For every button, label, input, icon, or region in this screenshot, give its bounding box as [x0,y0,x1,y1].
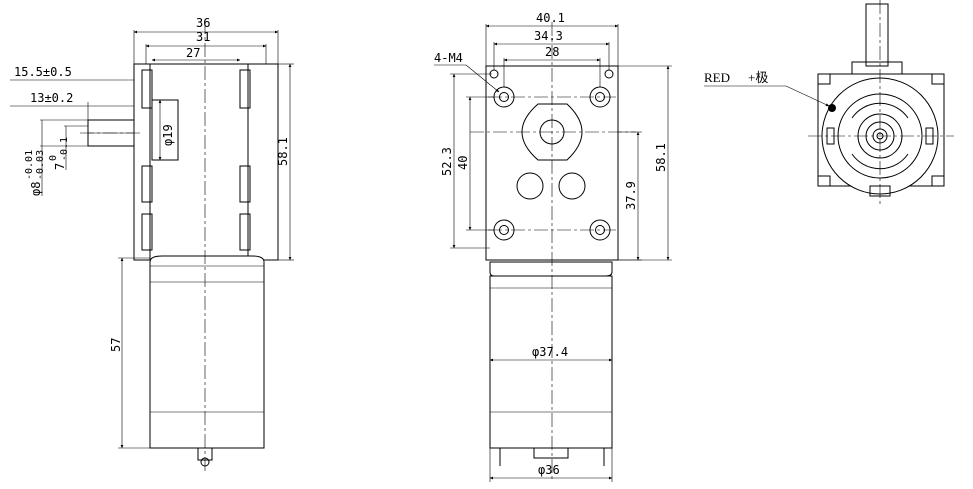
dim-end-cap-diameter: φ36 [538,463,560,477]
end-view: RED +极 [704,0,954,204]
dim-shaft-length-a: 15.5±0.5 [14,65,72,79]
front-end-cap [533,447,569,459]
front-output-hub [521,103,583,161]
dim-side-gearbox-height: 58.1 [276,137,290,166]
side-output-boss [151,99,179,161]
dim-side-overall-width: 36 [196,16,210,30]
dim-shaft-diameter: φ8 [29,182,43,196]
dim-front-overall-width: 40.1 [536,11,565,25]
side-motor-can [149,255,265,449]
dim-hole-vertical-span: 52.3 [440,147,454,176]
side-view: 36 31 27 15.5±0.5 13±0.2 φ8 -0.01 -0.03 … [10,16,294,472]
dim-shaft-flat: 7 [53,163,67,170]
dim-motor-diameter: φ37.4 [532,345,568,359]
dim-shaft-offset: 37.9 [624,181,638,210]
dim-boss-diameter: φ19 [161,124,175,146]
dim-motor-length: 57 [109,338,123,352]
dim-front-mid-width: 34.3 [534,29,563,43]
side-gearbox-housing [133,63,279,261]
terminal-polarity-label: +极 [748,70,768,85]
dim-side-inner-width: 27 [186,46,200,60]
dim-shaft-length-b: 13±0.2 [30,91,73,105]
dim-shaft-diameter-tol-lower: -0.03 [35,150,46,180]
dim-shaft-flat-tol-upper: 0 [48,155,59,161]
front-view: 40.1 34.3 28 4-M4 52.3 40 37. [434,11,672,482]
dim-shaft-flat-tol-lower: -0.1 [59,137,70,161]
end-polarity-marker [828,104,836,112]
thread-callout: 4-M4 [434,51,463,65]
dim-hole-spacing: 28 [545,45,559,59]
terminal-color-label: RED [704,70,730,85]
dim-hole-vertical-inner: 40 [456,156,470,170]
dim-side-mid-width: 31 [196,30,210,44]
dim-front-gearbox-height: 58.1 [654,143,668,172]
end-output-shaft [865,3,889,67]
front-motor-can [489,275,613,449]
dim-shaft-diameter-tol-upper: -0.01 [24,150,35,180]
